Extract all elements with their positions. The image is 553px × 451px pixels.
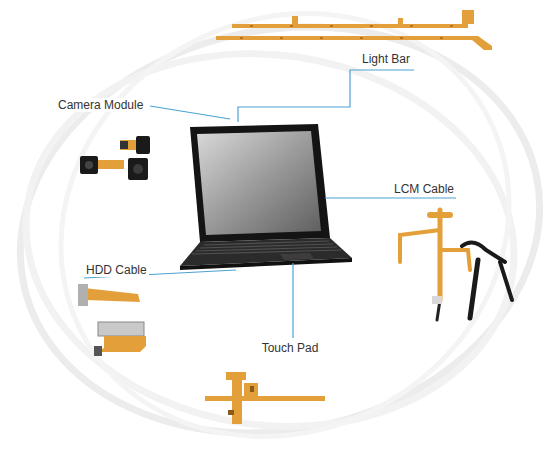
part-label: Light Bar — [360, 52, 412, 66]
hdd-cable — [78, 284, 146, 356]
leader-line — [292, 263, 293, 338]
part-label: Camera Module — [56, 98, 145, 112]
lcm-cable — [400, 210, 512, 320]
leader-line — [150, 106, 230, 119]
part-label: LCM Cable — [392, 182, 456, 196]
light-bar — [216, 10, 492, 50]
leader-line — [238, 70, 414, 122]
part-label: Touch Pad — [260, 341, 321, 355]
leader-line — [325, 197, 456, 198]
touch-pad-flex — [205, 372, 325, 424]
laptop — [180, 124, 352, 270]
camera-module — [80, 136, 150, 180]
part-label: HDD Cable — [84, 263, 149, 277]
